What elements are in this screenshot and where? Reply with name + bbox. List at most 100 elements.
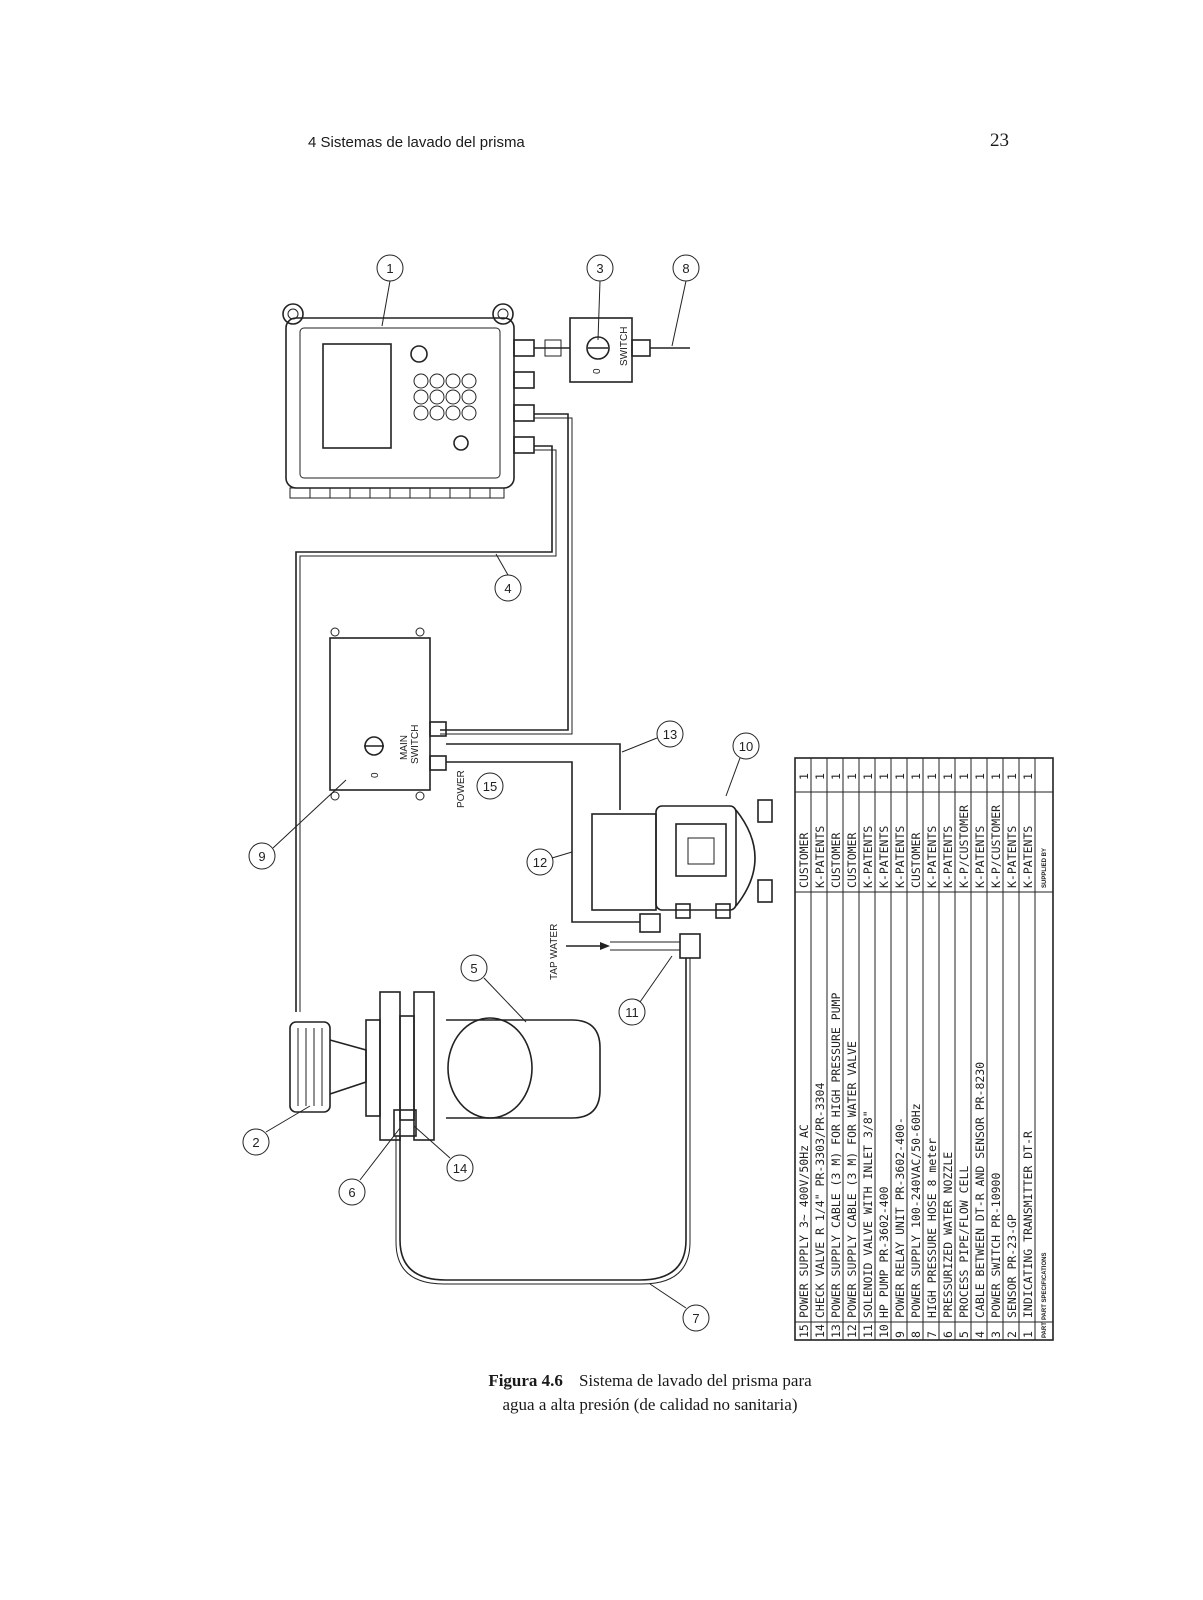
row-supplied: K-PATENTS bbox=[1021, 826, 1035, 888]
main-switch-label-2: SWITCH bbox=[410, 725, 421, 764]
callout-1: 1 bbox=[386, 261, 393, 276]
parts-row: 15 POWER SUPPLY 3~ 400V/50Hz AC CUSTOMER… bbox=[797, 773, 811, 1338]
parts-row: 12 POWER SUPPLY CABLE (3 M) FOR WATER VA… bbox=[845, 773, 859, 1338]
row-supplied: K-PATENTS bbox=[893, 826, 907, 888]
parts-row: 8 POWER SUPPLY 100-240VAC/50-60Hz CUSTOM… bbox=[909, 773, 923, 1338]
callout-10: 10 bbox=[739, 739, 753, 754]
figure-caption-text: Sistema de lavado del prisma para bbox=[578, 1371, 812, 1390]
parts-table: 15 POWER SUPPLY 3~ 400V/50Hz AC CUSTOMER… bbox=[794, 757, 1054, 1341]
row-no: 11 bbox=[861, 1324, 875, 1338]
parts-row: 14 CHECK VALVE R 1/4" PR-3303/PR-3304 K-… bbox=[813, 773, 827, 1338]
callout-11: 11 bbox=[625, 1005, 639, 1020]
col-supplied-header: SUPPLIED BY bbox=[1042, 848, 1048, 888]
parts-row: 13 POWER SUPPLY CABLE (3 M) FOR HIGH PRE… bbox=[829, 773, 843, 1338]
cable-13 bbox=[446, 743, 621, 810]
row-no: 7 bbox=[925, 1331, 939, 1338]
switch-label: SWITCH bbox=[619, 327, 630, 366]
cable-4 bbox=[295, 413, 573, 1012]
row-spec: POWER SWITCH PR-10900 bbox=[989, 1173, 1003, 1318]
row-spec: PROCESS PIPE/FLOW CELL bbox=[957, 1166, 971, 1318]
process-pipe bbox=[446, 1017, 601, 1119]
parts-row: 9 POWER RELAY UNIT PR-3602-400- K-PATENT… bbox=[893, 773, 907, 1338]
row-qty: 1 bbox=[973, 773, 987, 780]
power-switch-box: SWITCH 0 bbox=[534, 317, 690, 383]
callout-9: 9 bbox=[258, 849, 265, 864]
row-spec: PRESSURIZED WATER NOZZLE bbox=[941, 1152, 955, 1318]
row-no: 12 bbox=[845, 1324, 859, 1338]
callout-6: 6 bbox=[348, 1185, 355, 1200]
row-no: 4 bbox=[973, 1331, 987, 1338]
callout-14: 14 bbox=[453, 1161, 467, 1176]
row-supplied: K-PATENTS bbox=[973, 826, 987, 888]
callout-12: 12 bbox=[533, 855, 547, 870]
col-spec-header: PART SPECIFICATIONS bbox=[1042, 1253, 1048, 1320]
col-part-header: PART bbox=[1042, 1322, 1048, 1338]
row-no: 14 bbox=[813, 1324, 827, 1338]
row-supplied: K-PATENTS bbox=[861, 826, 875, 888]
relay-unit: MAIN SWITCH 0 POWER bbox=[329, 627, 467, 808]
solenoid-valve: TAP WATER bbox=[549, 924, 701, 980]
callout-15: 15 bbox=[483, 779, 497, 794]
row-spec: INDICATING TRANSMITTER DT-R bbox=[1021, 1131, 1035, 1318]
row-supplied: K-P/CUSTOMER bbox=[989, 805, 1003, 888]
row-qty: 1 bbox=[989, 773, 1003, 780]
parts-row: 10 HP PUMP PR-3602-400 K-PATENTS 1 bbox=[877, 773, 891, 1338]
main-switch-label-1: MAIN bbox=[399, 735, 410, 760]
row-spec: POWER SUPPLY CABLE (3 M) FOR HIGH PRESSU… bbox=[829, 993, 843, 1318]
callout-2: 2 bbox=[252, 1135, 259, 1150]
row-qty: 1 bbox=[829, 773, 843, 780]
row-qty: 1 bbox=[845, 773, 859, 780]
row-spec: CABLE BETWEEN DT-R AND SENSOR PR-8230 bbox=[973, 1062, 987, 1318]
callout-3: 3 bbox=[596, 261, 603, 276]
row-supplied: CUSTOMER bbox=[797, 833, 811, 888]
row-supplied: K-PATENTS bbox=[941, 826, 955, 888]
row-supplied: K-PATENTS bbox=[813, 826, 827, 888]
parts-row: 1 INDICATING TRANSMITTER DT-R K-PATENTS … bbox=[1021, 773, 1035, 1338]
parts-row: 4 CABLE BETWEEN DT-R AND SENSOR PR-8230 … bbox=[973, 773, 987, 1338]
callout-4: 4 bbox=[504, 581, 511, 596]
row-supplied: K-PATENTS bbox=[925, 826, 939, 888]
high-pressure-hose bbox=[399, 958, 687, 1281]
row-no: 1 bbox=[1021, 1331, 1035, 1338]
figure-caption-line2: agua a alta presión (de calidad no sanit… bbox=[502, 1395, 798, 1414]
row-qty: 1 bbox=[797, 773, 811, 780]
row-qty: 1 bbox=[1005, 773, 1019, 780]
callouts: 1 3 8 4 13 10 15 9 12 5 11 2 14 6 7 bbox=[242, 254, 760, 1332]
row-no: 15 bbox=[797, 1324, 811, 1338]
callout-8: 8 bbox=[682, 261, 689, 276]
row-supplied: K-PATENTS bbox=[877, 826, 891, 888]
row-no: 2 bbox=[1005, 1331, 1019, 1338]
row-supplied: K-P/CUSTOMER bbox=[957, 805, 971, 888]
row-spec: SOLENOID VALVE WITH INLET 3/8" bbox=[861, 1110, 875, 1318]
running-header-chapter: 4 Sistemas de lavado del prisma bbox=[308, 134, 525, 151]
row-supplied: CUSTOMER bbox=[829, 833, 843, 888]
row-spec: CHECK VALVE R 1/4" PR-3303/PR-3304 bbox=[813, 1083, 827, 1318]
row-no: 13 bbox=[829, 1324, 843, 1338]
hp-pump bbox=[591, 799, 773, 933]
sensor bbox=[289, 991, 435, 1141]
transmitter-unit bbox=[282, 303, 535, 499]
parts-row: 6 PRESSURIZED WATER NOZZLE K-PATENTS 1 bbox=[941, 773, 955, 1338]
switch-zero-label: 0 bbox=[592, 368, 603, 374]
row-qty: 1 bbox=[957, 773, 971, 780]
page-number: 23 bbox=[990, 130, 1009, 151]
parts-row: 3 POWER SWITCH PR-10900 K-P/CUSTOMER 1 bbox=[989, 773, 1003, 1338]
row-no: 6 bbox=[941, 1331, 955, 1338]
row-no: 9 bbox=[893, 1331, 907, 1338]
parts-row: 7 HIGH PRESSURE HOSE 8 meter K-PATENTS 1 bbox=[925, 773, 939, 1338]
main-switch-zero-label: 0 bbox=[370, 772, 381, 778]
row-qty: 1 bbox=[813, 773, 827, 780]
row-spec: SENSOR PR-23-GP bbox=[1005, 1214, 1019, 1318]
tap-water-label: TAP WATER bbox=[549, 924, 560, 980]
row-qty: 1 bbox=[941, 773, 955, 780]
parts-row: 11 SOLENOID VALVE WITH INLET 3/8" K-PATE… bbox=[861, 773, 875, 1338]
parts-row: 2 SENSOR PR-23-GP K-PATENTS 1 bbox=[1005, 773, 1019, 1338]
callout-13: 13 bbox=[663, 727, 677, 742]
row-no: 5 bbox=[957, 1331, 971, 1338]
row-qty: 1 bbox=[877, 773, 891, 780]
row-spec: POWER SUPPLY 100-240VAC/50-60Hz bbox=[909, 1103, 923, 1318]
row-qty: 1 bbox=[925, 773, 939, 780]
row-qty: 1 bbox=[861, 773, 875, 780]
row-qty: 1 bbox=[909, 773, 923, 780]
